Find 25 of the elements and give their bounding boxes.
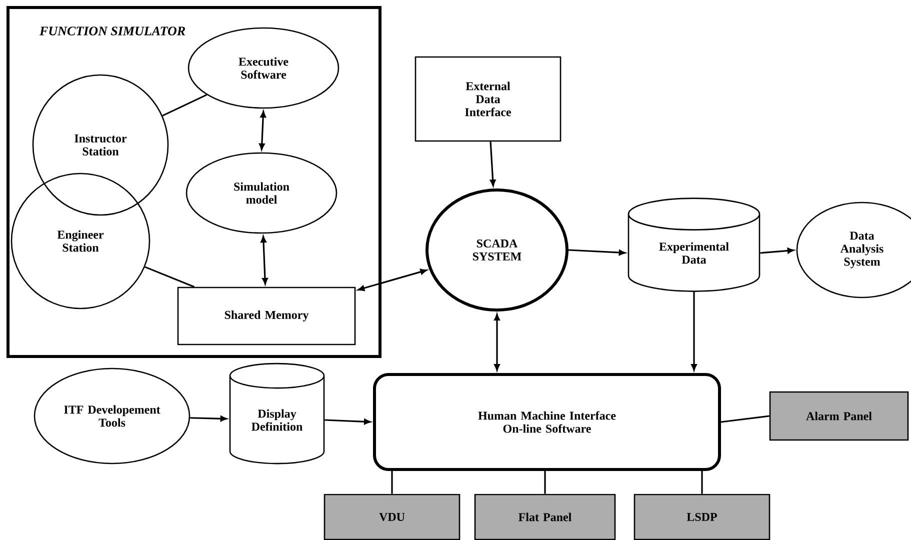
connector-line <box>544 471 546 494</box>
arrow <box>259 111 266 150</box>
database-cylinder: Display Definition <box>229 362 325 464</box>
arrow <box>190 416 227 422</box>
arrow <box>494 314 500 371</box>
arrow <box>260 236 268 284</box>
arrow <box>568 249 626 256</box>
display-box: LSDP <box>634 494 770 540</box>
display-box: Flat Panel <box>474 494 616 540</box>
panel-box: Alarm Panel <box>769 391 909 441</box>
arrow <box>490 142 496 186</box>
connector-line <box>701 471 703 494</box>
interface-box: External Data Interface <box>414 56 562 142</box>
database-cylinder: Experimental Data <box>628 198 760 292</box>
arrow <box>691 292 697 371</box>
software-box: Human Machine Interface On-line Software <box>373 373 721 471</box>
connector-line <box>162 94 208 116</box>
memory-box: Shared Memory <box>177 286 356 346</box>
connector-line <box>391 471 393 494</box>
display-box: VDU <box>324 494 460 540</box>
connector-line <box>144 266 195 288</box>
arrow <box>760 248 794 254</box>
arrow <box>324 418 371 425</box>
connector-line <box>720 415 770 423</box>
arrow <box>358 268 427 292</box>
